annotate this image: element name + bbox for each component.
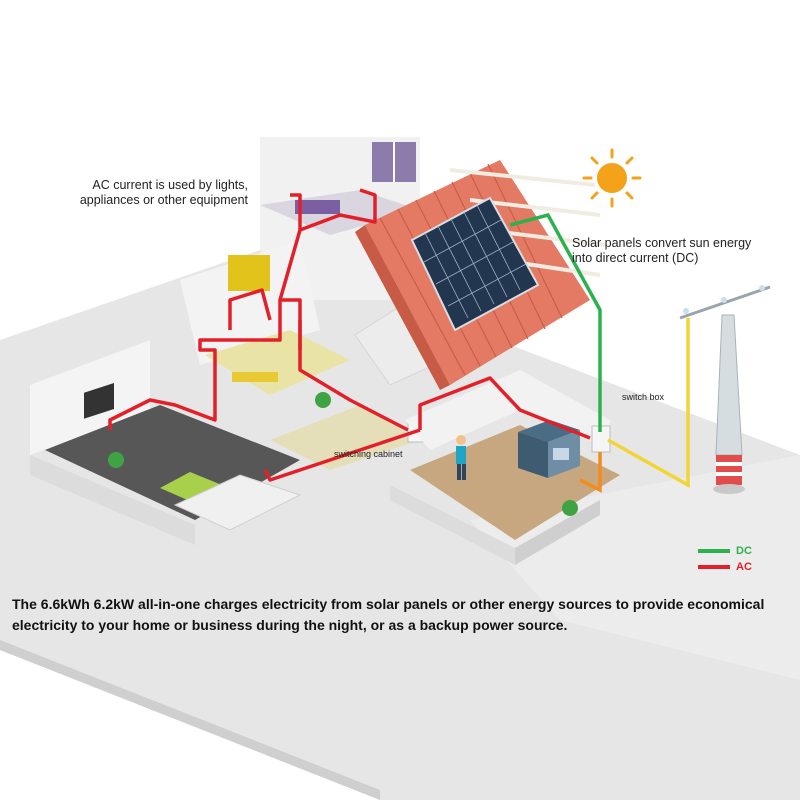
hall-floor [270,405,420,470]
ground-edge [0,640,380,800]
switching-cabinet-label: switching cabinet [334,449,403,459]
legend-ac-swatch [698,565,730,569]
kitchen-yellow-cabinet [228,255,270,291]
ac-wire [108,188,591,482]
sun-icon [582,148,642,208]
wire-legend: DC AC [698,543,752,575]
product-caption: The 6.6kWh 6.2kW all-in-one charges elec… [12,596,765,633]
green-rug [160,472,222,502]
legend-dc: DC [698,543,752,559]
right-room-back-wall [405,370,610,450]
battery-storage-icon [518,420,580,478]
solar-panel-icon [410,196,540,332]
right-room-front-wall [390,485,515,565]
switch-box-label: switch box [622,392,665,402]
legend-ac-label: AC [736,561,752,573]
tv-screen [84,382,114,419]
dc-wire [509,212,602,432]
person-figure [456,435,466,480]
grid-wire [607,318,690,488]
legend-ac: AC [698,559,752,575]
plant-icon [108,392,578,516]
solar-annotation: Solar panels convert sun energy into dir… [572,236,752,265]
inverter-wire [579,452,602,493]
dining-table [232,372,278,382]
living-room-front-wall [30,455,195,545]
utility-pole-icon [679,285,771,494]
upper-bed [295,200,340,214]
right-room-side-wall [515,500,600,565]
legend-dc-swatch [698,549,730,553]
ac-annotation: AC current is used by lights, appliances… [79,178,248,207]
legend-dc-label: DC [736,545,752,557]
dining-floor [205,330,350,395]
sofa [173,474,302,531]
